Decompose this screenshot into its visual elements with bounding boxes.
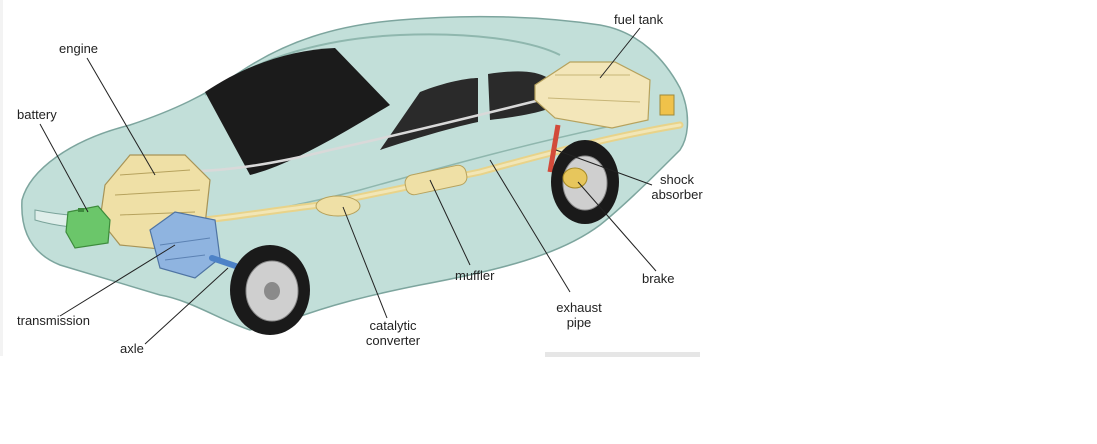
- battery-label: battery: [17, 107, 57, 122]
- leader-lines: [39, 27, 657, 345]
- catalytic-converter-leader: [342, 206, 388, 319]
- brake-leader: [577, 181, 657, 272]
- catalytic-converter-label-line2: converter: [365, 333, 421, 348]
- catalytic-converter-label: catalytic converter: [358, 318, 428, 348]
- shock-absorber-part: [547, 124, 561, 173]
- transmission-label: transmission: [17, 313, 90, 328]
- battery-part: [65, 205, 111, 249]
- transmission-leader: [59, 244, 176, 317]
- brake-part: [562, 167, 588, 189]
- brake-label: brake: [642, 271, 675, 286]
- exhaust-pipe-label: exhaust pipe: [549, 300, 609, 330]
- shock-absorber-label: shock absorber: [640, 172, 714, 202]
- muffler-part: [404, 164, 468, 196]
- rear-wheel: [551, 140, 619, 224]
- muffler-leader: [429, 179, 471, 266]
- shock-absorber-label-line2: absorber: [651, 187, 703, 202]
- engine-leader: [86, 57, 156, 176]
- axle-label: axle: [120, 341, 144, 356]
- front-wheel: [230, 245, 310, 335]
- fuel-tank-label: fuel tank: [614, 12, 664, 27]
- shock-absorber-leader: [555, 149, 653, 186]
- exhaust-pipe-leader: [489, 159, 571, 293]
- axle-leader: [144, 267, 229, 345]
- muffler-label: muffler: [455, 268, 495, 283]
- catalytic-converter-label-line1: catalytic: [369, 318, 417, 333]
- exhaust-pipe-label-line1: exhaust: [556, 300, 602, 315]
- battery-leader: [39, 123, 89, 213]
- fuel-tank-leader: [599, 27, 641, 79]
- engine-label: engine: [59, 41, 99, 56]
- rear-side-window: [488, 71, 548, 120]
- catalytic-converter-part: [315, 195, 361, 217]
- exhaust-pipe-label-line2: pipe: [566, 315, 592, 330]
- fuel-tank-part: [534, 61, 651, 129]
- windshield: [205, 48, 390, 175]
- shock-absorber-label-line1: shock: [660, 172, 694, 187]
